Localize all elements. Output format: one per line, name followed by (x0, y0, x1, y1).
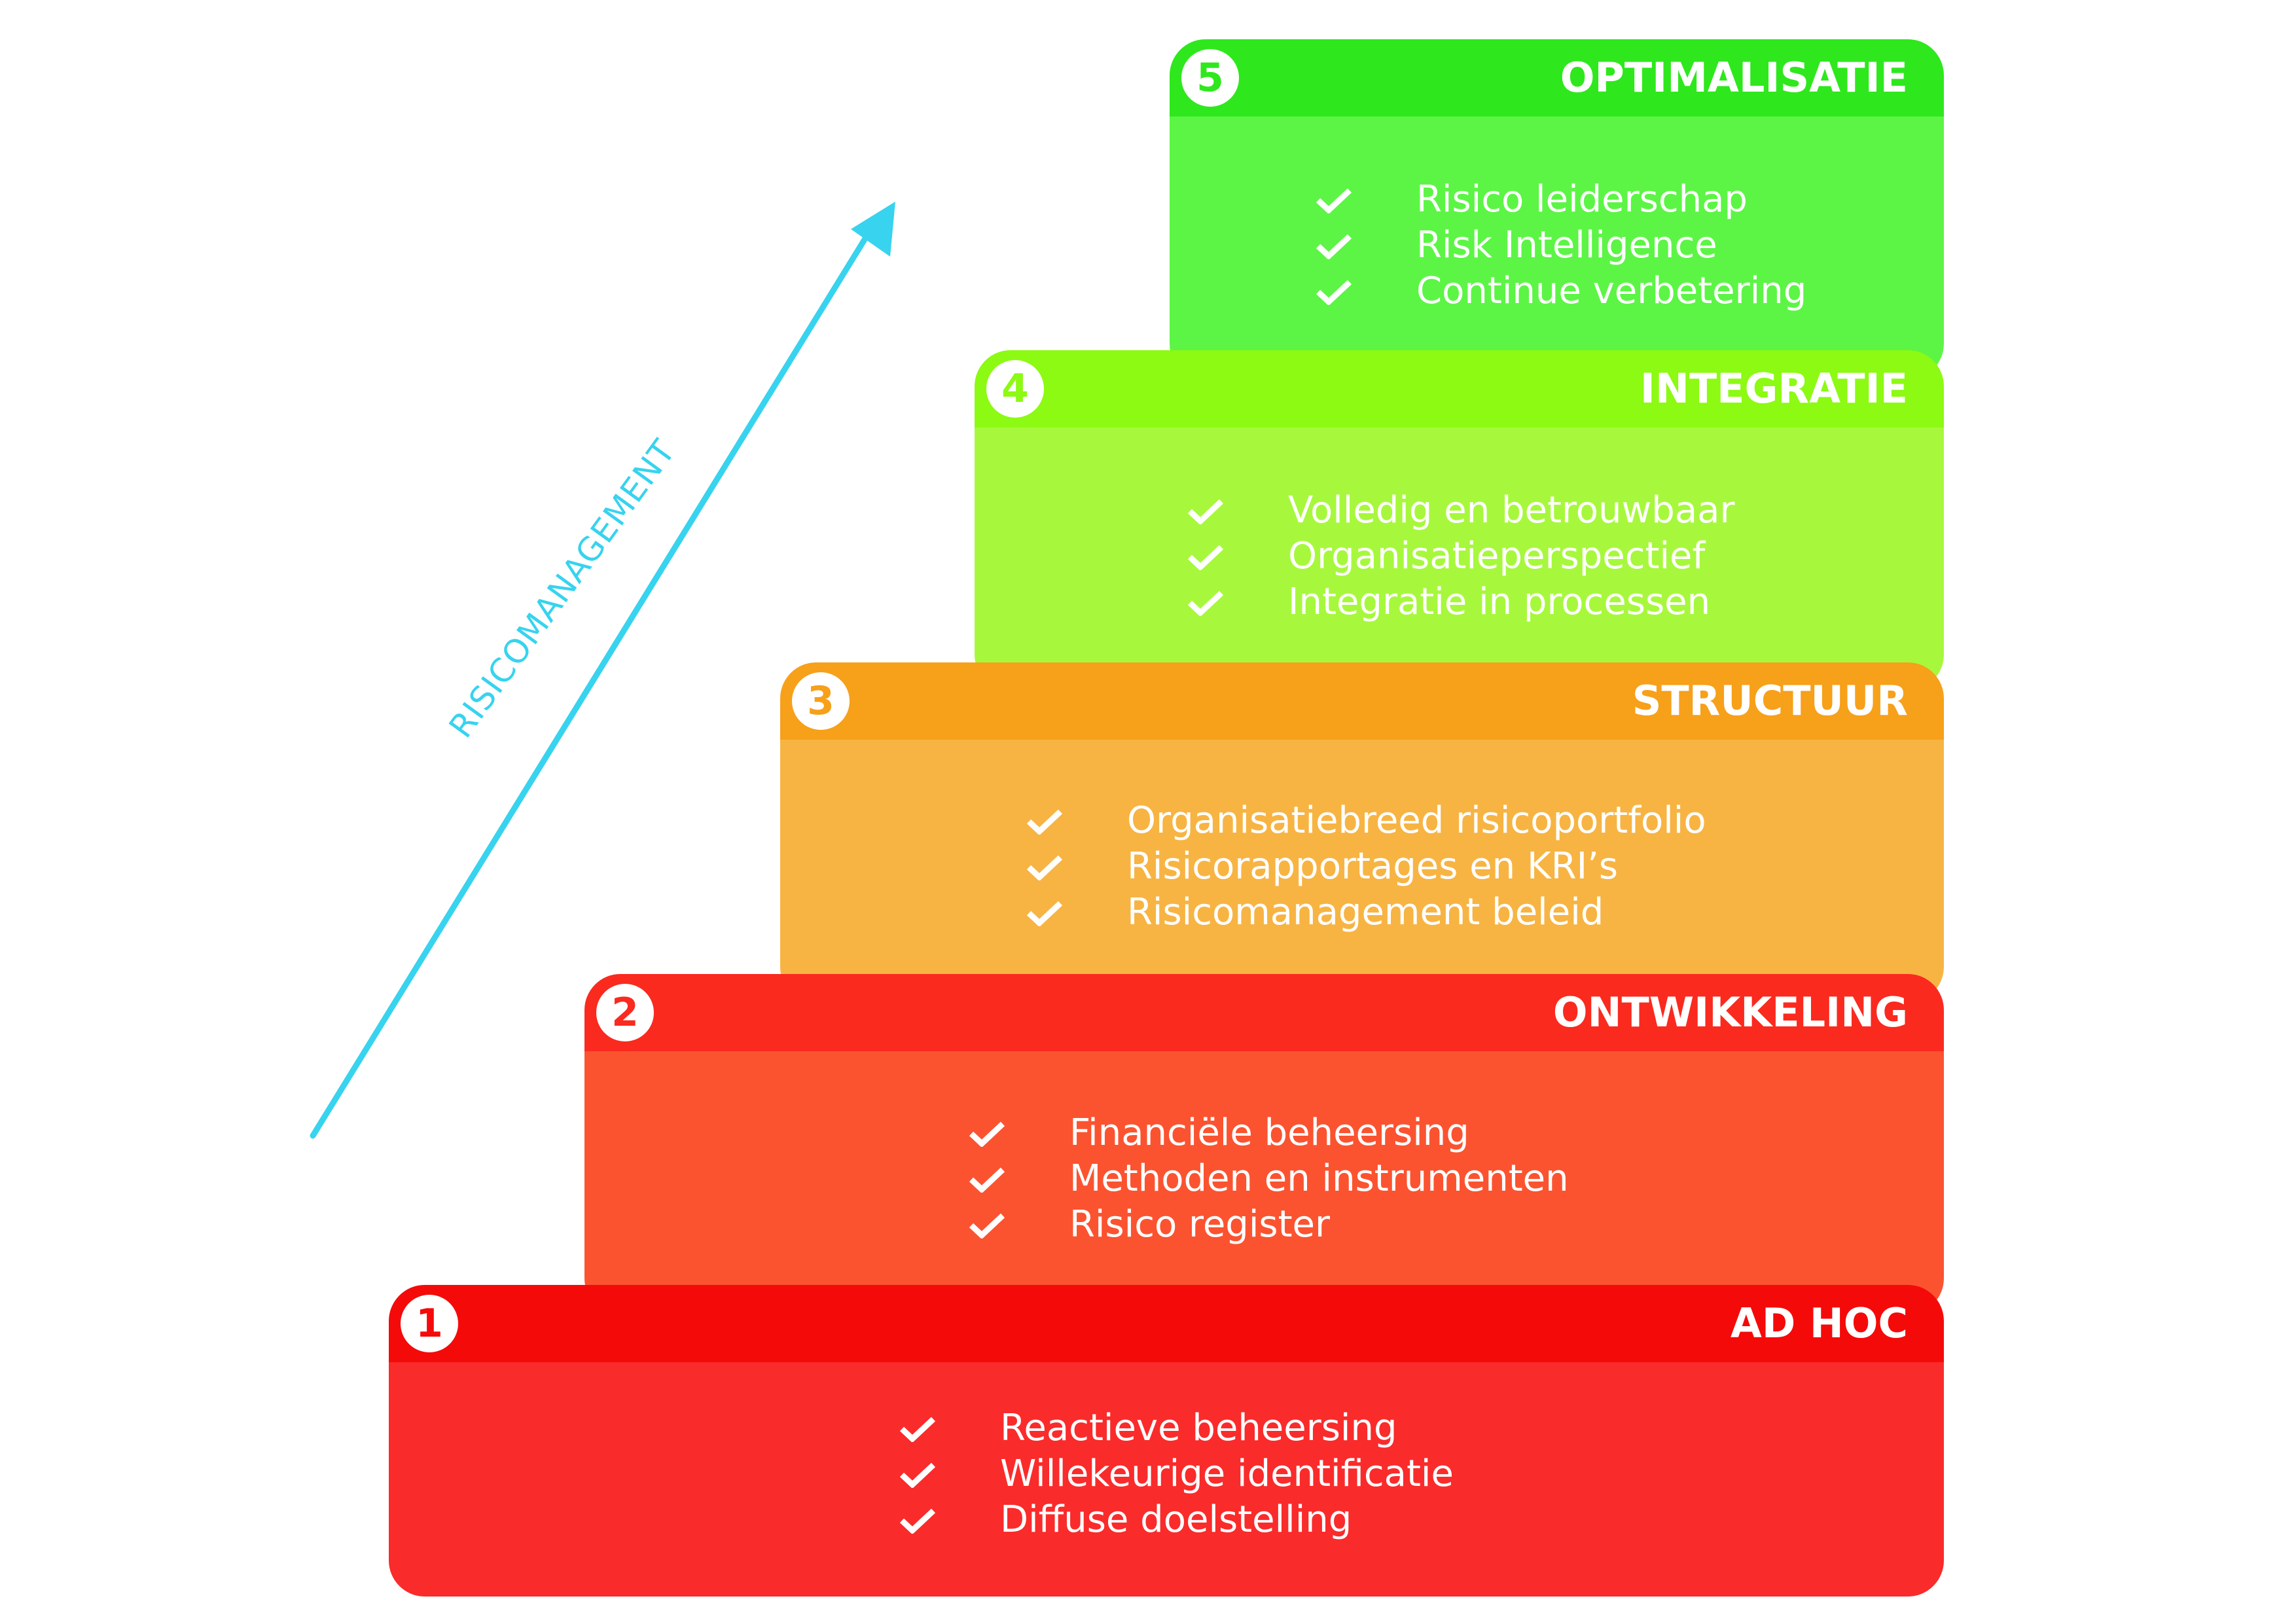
step-5-title: OPTIMALISATIE (1560, 54, 1908, 101)
check-icon (1026, 809, 1063, 835)
step-5-body (1170, 117, 1944, 380)
step-3-header (780, 662, 1944, 740)
check-icon (899, 1462, 936, 1488)
item-label: Organisatiebreed risicoportfolio (1127, 799, 1706, 842)
step-4-body (975, 427, 1944, 691)
step-2-body (584, 1051, 1944, 1314)
item-label: Reactieve beheersing (1000, 1407, 1397, 1449)
step-3-title: STRUCTUUR (1632, 677, 1908, 725)
item-label: Risico register (1069, 1203, 1331, 1246)
arrow-head-icon (851, 202, 895, 257)
check-icon (899, 1416, 936, 1442)
step-5-header (1170, 39, 1944, 117)
item-label: Risicomanagement beleid (1127, 891, 1604, 933)
check-icon (1316, 188, 1352, 213)
item-label: Risico leiderschap (1416, 178, 1748, 221)
axis-label: RISICOMANAGEMENT (441, 432, 683, 745)
check-icon (969, 1167, 1005, 1193)
check-icon (1316, 280, 1352, 305)
item-label: Continue verbetering (1416, 270, 1807, 312)
item-label: Risk Intelligence (1416, 224, 1717, 266)
item-label: Willekeurige identificatie (1000, 1453, 1454, 1495)
check-icon (899, 1508, 936, 1534)
step-3: 3 STRUCTUUR Organisatiebreed risicoportf… (780, 662, 1944, 1003)
step-1: 1 AD HOC Reactieve beheersing Willekeuri… (389, 1285, 1944, 1597)
step-2-header (584, 974, 1944, 1051)
step-5: 5 OPTIMALISATIE Risico leiderschap Risk … (1170, 39, 1944, 380)
check-icon (1316, 234, 1352, 259)
step-1-body (389, 1362, 1944, 1597)
item-label: Integratie in processen (1288, 581, 1711, 623)
item-label: Methoden en instrumenten (1069, 1157, 1569, 1200)
step-2-title: ONTWIKKELING (1552, 988, 1908, 1036)
check-icon (1026, 901, 1063, 926)
step-4: 4 INTEGRATIE Volledig en betrouwbaar Org… (975, 350, 1944, 691)
step-1-number: 1 (401, 1295, 458, 1352)
item-label: Organisatieperspectief (1288, 535, 1706, 577)
step-3-body (780, 740, 1944, 1003)
check-icon (969, 1121, 1005, 1147)
check-icon (969, 1213, 1005, 1238)
check-icon (1187, 590, 1224, 616)
step-2: 2 ONTWIKKELING Financiële beheersing Met… (584, 974, 1944, 1314)
item-label: Volledig en betrouwbaar (1288, 489, 1735, 532)
check-icon (1026, 855, 1063, 880)
item-label: Financiële beheersing (1069, 1111, 1469, 1154)
item-label: Risicorapportages en KRI’s (1127, 845, 1619, 888)
check-icon (1187, 545, 1224, 570)
step-5-number: 5 (1181, 49, 1239, 107)
step-3-number: 3 (792, 672, 850, 730)
step-4-number: 4 (986, 360, 1044, 418)
step-4-header (975, 350, 1944, 427)
step-4-title: INTEGRATIE (1640, 365, 1908, 412)
step-2-number: 2 (596, 984, 654, 1041)
step-1-header (389, 1285, 1944, 1362)
check-icon (1187, 499, 1224, 524)
step-1-title: AD HOC (1730, 1299, 1908, 1347)
item-label: Diffuse doelstelling (1000, 1498, 1352, 1541)
